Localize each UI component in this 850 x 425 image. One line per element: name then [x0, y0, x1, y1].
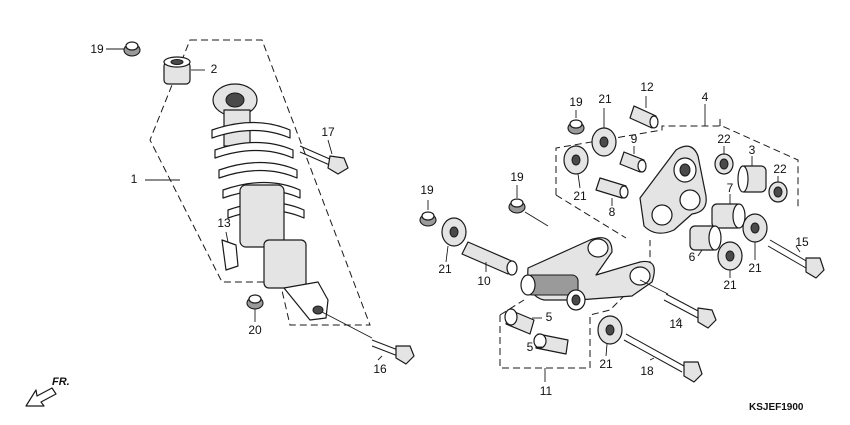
washer-21-upper[interactable] — [591, 127, 617, 157]
nut-19-left[interactable] — [419, 211, 437, 227]
callout-7[interactable]: 7 — [727, 181, 734, 195]
callout-22-a[interactable]: 22 — [717, 132, 731, 146]
callout-19-b[interactable]: 19 — [569, 95, 583, 109]
callout-3[interactable]: 3 — [749, 143, 756, 157]
bolt-14[interactable] — [639, 279, 717, 329]
nut-19-top-left[interactable] — [123, 41, 141, 57]
callout-11[interactable]: 11 — [540, 384, 553, 398]
callout-21-d[interactable]: 21 — [748, 261, 762, 275]
callout-21-c[interactable]: 21 — [438, 262, 452, 276]
diagram-code: KSJEF1900 — [749, 402, 804, 413]
collar-10[interactable] — [461, 241, 518, 276]
callout-21-f[interactable]: 21 — [599, 357, 613, 371]
connecting-rod-group-outline — [555, 125, 799, 208]
callout-20[interactable]: 20 — [248, 323, 262, 337]
collar-8[interactable] — [595, 177, 629, 199]
seal-22-right[interactable] — [768, 181, 788, 203]
nut-20[interactable] — [246, 294, 264, 310]
callout-15[interactable]: 15 — [795, 235, 809, 249]
callout-5-b[interactable]: 5 — [527, 340, 534, 354]
bearing-6[interactable] — [689, 225, 722, 251]
washer-21-right-lower[interactable] — [717, 241, 743, 271]
bolt-16[interactable] — [321, 311, 415, 365]
callout-21-a[interactable]: 21 — [598, 92, 612, 106]
callout-22-b[interactable]: 22 — [773, 162, 787, 176]
callout-21-e[interactable]: 21 — [723, 278, 737, 292]
nut-19-right[interactable] — [567, 119, 585, 135]
callout-8[interactable]: 8 — [609, 205, 616, 219]
callout-1[interactable]: 1 — [131, 172, 138, 186]
front-direction-arrow-icon — [25, 387, 57, 407]
callout-21-b[interactable]: 21 — [573, 189, 587, 203]
seal-22-left[interactable] — [714, 153, 734, 175]
callout-19-a[interactable]: 19 — [90, 42, 104, 56]
label-plate-13[interactable] — [221, 239, 239, 271]
callout-5-a[interactable]: 5 — [546, 310, 553, 324]
callout-17[interactable]: 17 — [321, 125, 335, 139]
bolt-18[interactable] — [623, 333, 703, 383]
washer-21-mid[interactable] — [563, 145, 589, 175]
bolt-17[interactable] — [299, 145, 349, 175]
callout-6[interactable]: 6 — [689, 250, 696, 264]
callout-16[interactable]: 16 — [373, 362, 387, 376]
shock-absorber[interactable] — [211, 83, 329, 321]
bush-2[interactable] — [163, 56, 191, 85]
shock-absorber-group-outline — [149, 39, 371, 326]
callout-12[interactable]: 12 — [640, 80, 654, 94]
callout-9[interactable]: 9 — [631, 132, 638, 146]
callout-4[interactable]: 4 — [702, 90, 709, 104]
needle-bearing-5-lower[interactable] — [533, 333, 569, 355]
callout-10[interactable]: 10 — [477, 274, 491, 288]
callout-13[interactable]: 13 — [217, 216, 231, 230]
collar-12[interactable] — [629, 105, 659, 129]
cushion-arm[interactable] — [520, 237, 655, 311]
callout-19-d[interactable]: 19 — [510, 170, 524, 184]
collar-9[interactable] — [619, 151, 647, 173]
washer-21-left[interactable] — [441, 217, 467, 247]
callout-14[interactable]: 14 — [669, 317, 683, 331]
callout-2[interactable]: 2 — [211, 62, 218, 76]
bearing-7[interactable] — [711, 203, 746, 229]
callout-18[interactable]: 18 — [640, 364, 654, 378]
collar-3[interactable] — [737, 165, 767, 193]
needle-bearing-5-upper[interactable] — [504, 308, 535, 335]
bolt-15[interactable] — [767, 239, 825, 279]
nut-19-middle[interactable] — [508, 198, 526, 214]
cushion-connecting-rod[interactable] — [639, 145, 707, 234]
front-label: FR. — [52, 376, 70, 388]
washer-21-right-upper[interactable] — [742, 213, 768, 243]
washer-21-lower[interactable] — [597, 315, 623, 345]
callout-19-c[interactable]: 19 — [420, 183, 434, 197]
